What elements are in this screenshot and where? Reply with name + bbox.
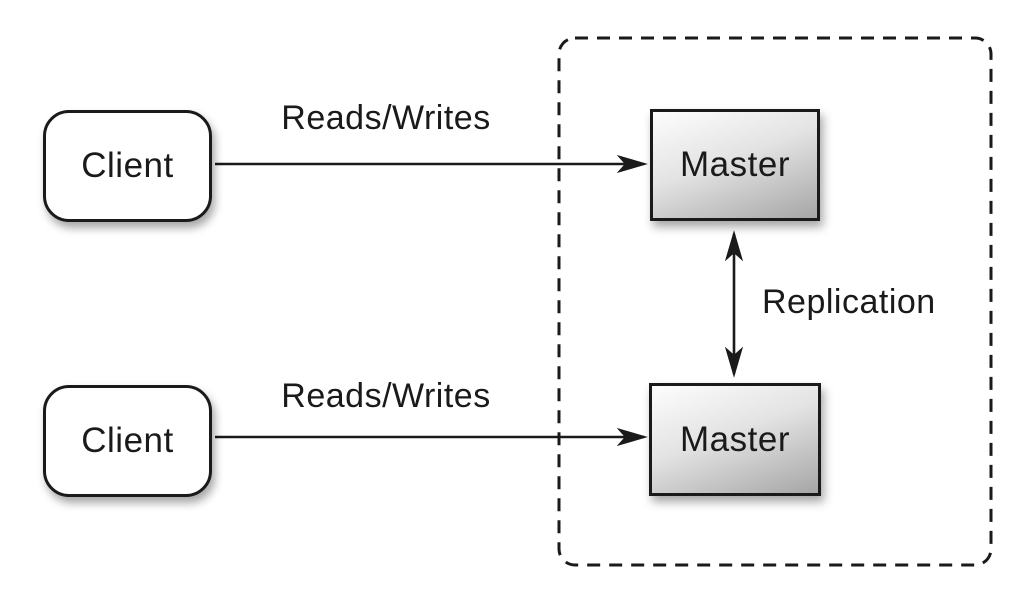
node-master-top: Master [650, 109, 820, 221]
node-master-top-label: Master [680, 145, 790, 184]
edge-label-replication: Replication [762, 283, 936, 321]
node-client-bottom: Client [43, 385, 212, 497]
replication-zone-border [557, 36, 993, 567]
node-client-top: Client [43, 110, 212, 222]
edge-label-reads-writes-bottom: Reads/Writes [281, 377, 491, 415]
edge-label-reads-writes-top: Reads/Writes [281, 99, 491, 137]
node-client-bottom-label: Client [81, 421, 174, 460]
node-client-top-label: Client [81, 146, 174, 185]
node-master-bottom-label: Master [680, 419, 790, 459]
node-master-bottom: Master [649, 383, 821, 496]
